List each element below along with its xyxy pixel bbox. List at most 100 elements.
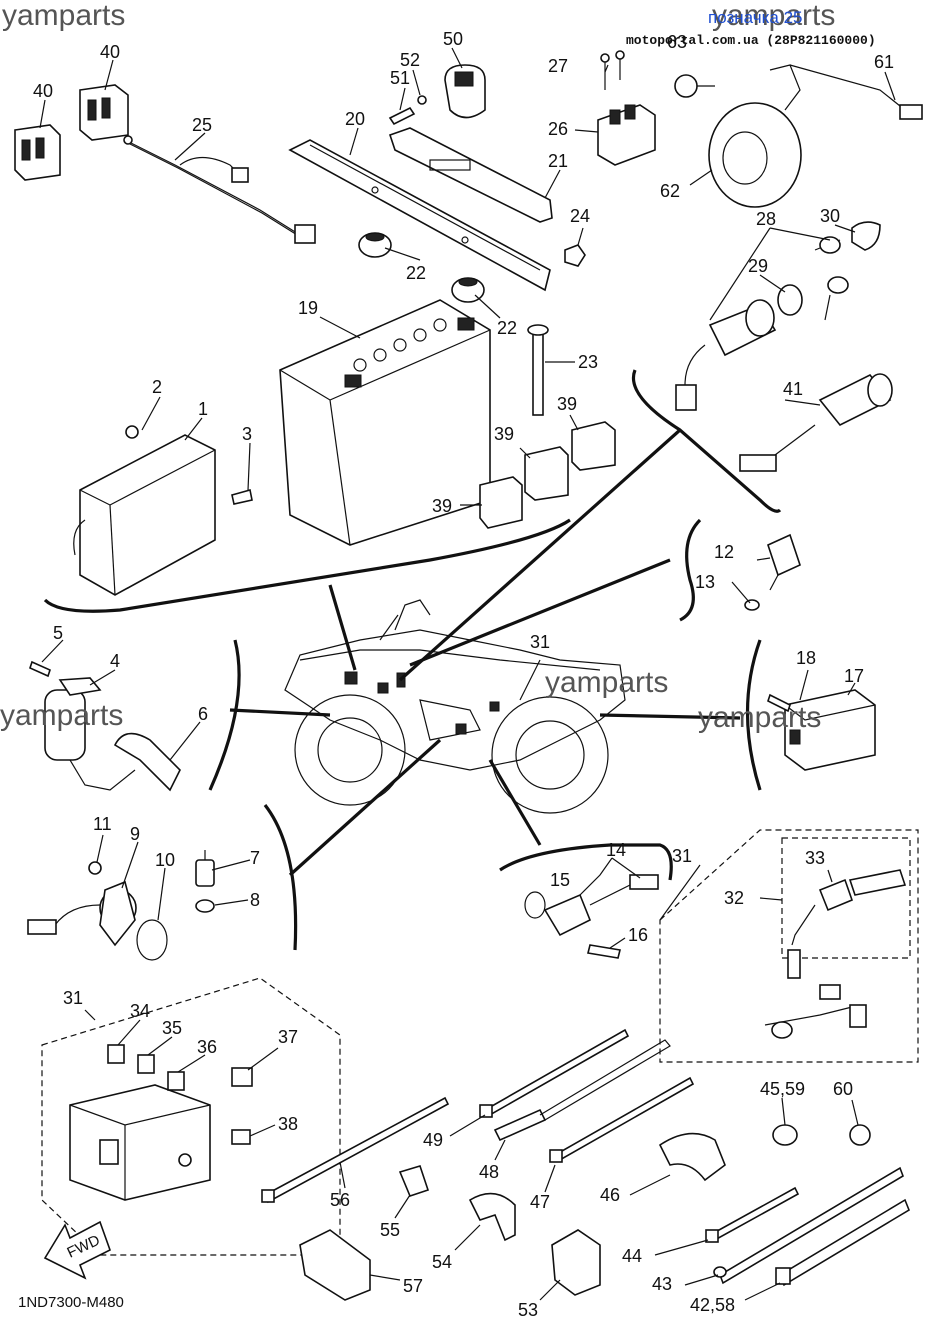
callout-17: 17: [844, 666, 864, 686]
bolt-63[interactable]: [674, 74, 715, 98]
clamp-57[interactable]: [299, 1229, 371, 1301]
callout-42-58: 42,58: [690, 1295, 735, 1315]
callout-51: 51: [390, 68, 410, 88]
harness-61[interactable]: [789, 64, 923, 120]
switch-41[interactable]: [739, 373, 893, 472]
fuse-36[interactable]: [167, 1071, 185, 1091]
relay-39-a[interactable]: [571, 421, 616, 471]
bracket-sensor-left: [263, 804, 298, 951]
screws-27[interactable]: [600, 50, 625, 90]
callout-32: 32: [724, 888, 744, 908]
cable-tie-47[interactable]: [549, 1076, 695, 1163]
cable-tie-43[interactable]: [713, 1166, 904, 1285]
cable-tie-56[interactable]: [261, 1096, 450, 1204]
bolt-16[interactable]: [587, 944, 621, 959]
callout-34: 34: [130, 1001, 150, 1021]
horn-62[interactable]: [708, 64, 802, 208]
sensor-12[interactable]: [767, 533, 801, 591]
o-ring-10[interactable]: [136, 919, 168, 961]
callout-43: 43: [652, 1274, 672, 1294]
relay-26[interactable]: [597, 104, 656, 166]
cable-tie-42[interactable]: [775, 1198, 910, 1287]
callout-22: 22: [406, 263, 426, 283]
fuse-35[interactable]: [137, 1054, 155, 1074]
harness-kit-31[interactable]: [659, 829, 919, 1063]
clamp-60[interactable]: [849, 1124, 871, 1146]
callout-13: 13: [695, 572, 715, 592]
bolt-2[interactable]: [125, 425, 139, 439]
plug-cap-6[interactable]: [113, 732, 181, 792]
callout-19: 19: [298, 298, 318, 318]
bolt-3[interactable]: [231, 488, 253, 505]
sensor-7[interactable]: [195, 850, 215, 887]
clamp-55[interactable]: [398, 1165, 430, 1197]
damper-22-left[interactable]: [358, 232, 392, 258]
callout-20: 20: [345, 109, 365, 129]
starter-relay-50[interactable]: [444, 64, 486, 119]
callout-56: 56: [330, 1190, 350, 1210]
battery-19[interactable]: [279, 299, 491, 546]
key-30[interactable]: [814, 221, 881, 321]
callout-44: 44: [622, 1246, 642, 1266]
callout-2: 2: [152, 377, 162, 397]
clamp-45[interactable]: [772, 1124, 798, 1146]
bolt-11[interactable]: [88, 861, 102, 875]
callout-28: 28: [756, 209, 776, 229]
callout-31: 31: [530, 632, 550, 652]
fuse-38[interactable]: [231, 1129, 251, 1145]
relay-40-right[interactable]: [79, 84, 129, 141]
callout-15: 15: [550, 870, 570, 890]
main-switch-28[interactable]: [675, 299, 777, 411]
clamp-54[interactable]: [468, 1192, 516, 1242]
callout-41: 41: [783, 379, 803, 399]
sensor-9[interactable]: [27, 880, 137, 947]
washer-52[interactable]: [417, 95, 427, 105]
relay-40-left[interactable]: [14, 124, 61, 181]
callout-60: 60: [833, 1079, 853, 1099]
bolt-5[interactable]: [29, 660, 51, 678]
callout-50: 50: [443, 29, 463, 49]
callout-22: 22: [497, 318, 517, 338]
callout-9: 9: [130, 824, 140, 844]
fuse-34[interactable]: [107, 1044, 125, 1064]
battery-bracket-20[interactable]: [288, 139, 551, 292]
nut-29[interactable]: [777, 284, 803, 316]
callout-40: 40: [100, 42, 120, 62]
fuse-37[interactable]: [231, 1067, 253, 1087]
clip-48[interactable]: [493, 1039, 671, 1142]
callout-18: 18: [796, 648, 816, 668]
clamp-46[interactable]: [658, 1132, 726, 1182]
callout-1: 1: [198, 399, 208, 419]
washer-13[interactable]: [744, 599, 760, 611]
callout-25: 25: [192, 115, 212, 135]
callout-39: 39: [432, 496, 452, 516]
bolt-51[interactable]: [388, 106, 416, 126]
cable-tie-44[interactable]: [705, 1186, 800, 1243]
washer-8[interactable]: [195, 899, 215, 913]
nut-24[interactable]: [564, 244, 586, 267]
callout-8: 8: [250, 890, 260, 910]
ignition-coil-4[interactable]: [44, 677, 136, 791]
blue-link[interactable]: позначка 25: [708, 8, 803, 27]
damper-22-right[interactable]: [451, 277, 485, 303]
ray-ecu: [328, 584, 357, 671]
relay-39-c[interactable]: [479, 476, 523, 529]
clamp-53[interactable]: [551, 1229, 601, 1296]
callout-26: 26: [548, 119, 568, 139]
callout-24: 24: [570, 206, 590, 226]
fuse-box-kit-31[interactable]: [41, 977, 341, 1256]
speed-sensor-15[interactable]: [524, 891, 592, 937]
bolt-18[interactable]: [767, 693, 791, 713]
bolt-23[interactable]: [527, 324, 549, 416]
cable-tie-49[interactable]: [479, 1028, 630, 1118]
harness-14[interactable]: [589, 874, 659, 906]
ecu-1[interactable]: [73, 434, 216, 596]
relay-39-b[interactable]: [524, 446, 569, 501]
watermark-mid-left: yamparts: [0, 699, 123, 732]
callout-23: 23: [578, 352, 598, 372]
callout-numbers: 40 40 25 20 21 22 22 23 24 19 2 1 3 50 5…: [33, 29, 894, 1320]
bracket-21[interactable]: [388, 127, 553, 223]
regulator-17[interactable]: [784, 689, 876, 771]
harness-25[interactable]: [123, 135, 316, 244]
bracket-top-left: [43, 518, 571, 613]
